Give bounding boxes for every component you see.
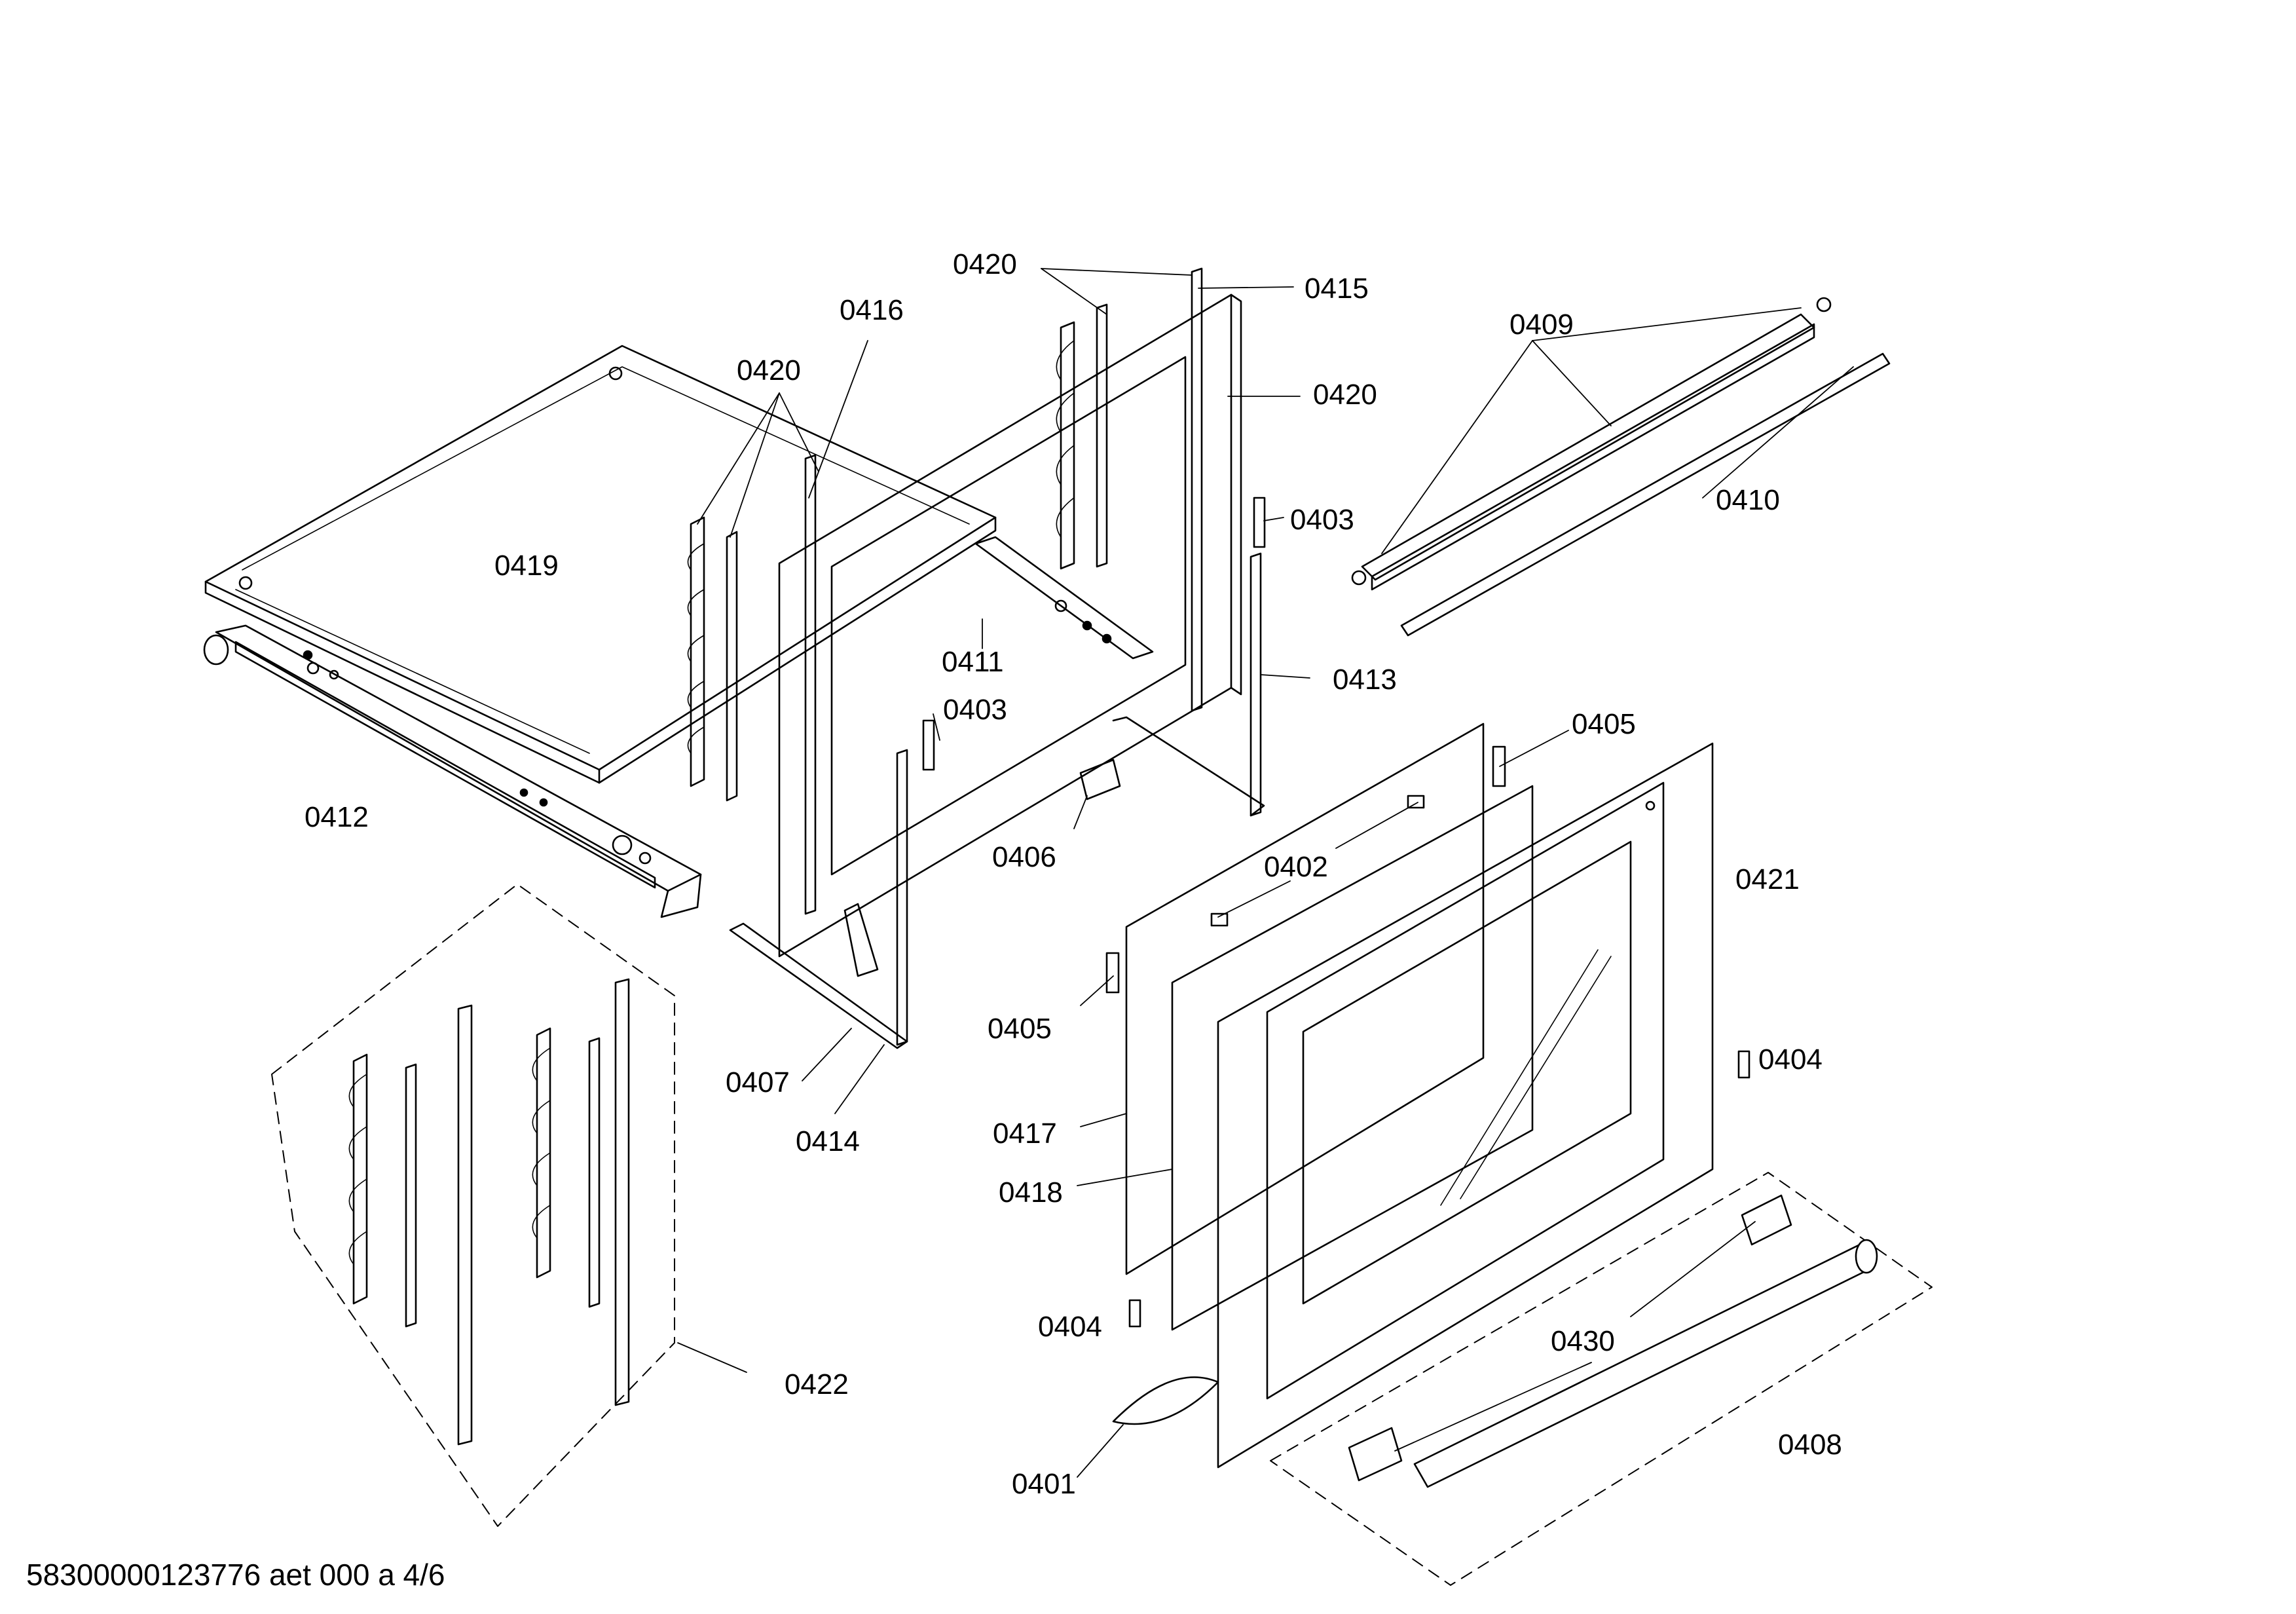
callout-0420-top: 0420 [953, 248, 1017, 280]
callout-0421: 0421 [1735, 863, 1800, 895]
callout-0402: 0402 [1264, 851, 1328, 883]
callout-0422: 0422 [785, 1368, 849, 1400]
callout-0414: 0414 [796, 1125, 860, 1157]
part-0416-front-frame [778, 267, 1242, 958]
callout-0410: 0410 [1716, 484, 1780, 516]
callout-0420-right: 0420 [1313, 379, 1377, 411]
part-0408-handle-group [1270, 1172, 1933, 1586]
part-0422-rack-kit [271, 884, 675, 1527]
part-0409-hinge-rail [1351, 297, 1832, 591]
part-0411-cross-brace [974, 536, 1154, 660]
part-0410-strip [1400, 352, 1891, 637]
part-0420-left-rack-supports [687, 516, 738, 802]
callout-0430: 0430 [1551, 1325, 1615, 1357]
part-0418-middle-glass [1171, 785, 1534, 1331]
callout-labels: 0420 0415 0416 0420 0420 0409 0410 0403 … [305, 248, 1842, 1500]
callout-0418: 0418 [999, 1176, 1063, 1209]
callout-0409: 0409 [1509, 309, 1574, 341]
callout-0403-lower: 0403 [943, 694, 1007, 726]
callout-0404-left: 0404 [1038, 1311, 1102, 1343]
callout-0419: 0419 [494, 550, 559, 582]
part-0412-side-rail [203, 624, 702, 918]
part-0421-outer-door [1217, 742, 1714, 1469]
part-0406-clip [1079, 759, 1121, 800]
part-0417-inner-glass [1125, 723, 1485, 1275]
callout-0405-upper: 0405 [1572, 708, 1636, 740]
part-0401-seal [1112, 1376, 1219, 1425]
part-0414-lower-bracket [729, 749, 908, 1049]
callout-0405-lower: 0405 [988, 1013, 1052, 1045]
callout-0411: 0411 [942, 646, 1004, 678]
callout-0417: 0417 [993, 1117, 1057, 1150]
callout-0416: 0416 [840, 294, 904, 326]
callout-0406: 0406 [992, 841, 1056, 873]
callout-0413: 0413 [1333, 664, 1397, 696]
callout-0407: 0407 [726, 1066, 790, 1098]
part-0420-right-rack-supports [1056, 303, 1108, 570]
callout-0404-right: 0404 [1758, 1043, 1823, 1076]
part-0404-spacer [1128, 1050, 1750, 1328]
document-reference: 58300000123776 aet 000 a 4/6 [26, 1558, 445, 1592]
callout-0420-left: 0420 [737, 354, 801, 386]
part-0413-side-bracket [1112, 552, 1265, 817]
part-0405-hinge-clip [1105, 745, 1506, 994]
part-0403-bracket [922, 497, 1266, 771]
callout-0415: 0415 [1305, 272, 1369, 305]
callout-0408: 0408 [1778, 1429, 1842, 1461]
part-0419-top-cover [204, 345, 997, 784]
leader-lines [677, 268, 1854, 1478]
callout-0401: 0401 [1012, 1468, 1076, 1500]
callout-0403-upper: 0403 [1290, 504, 1354, 536]
part-0402-glass-clip [1210, 795, 1425, 927]
callout-0412: 0412 [305, 801, 369, 833]
